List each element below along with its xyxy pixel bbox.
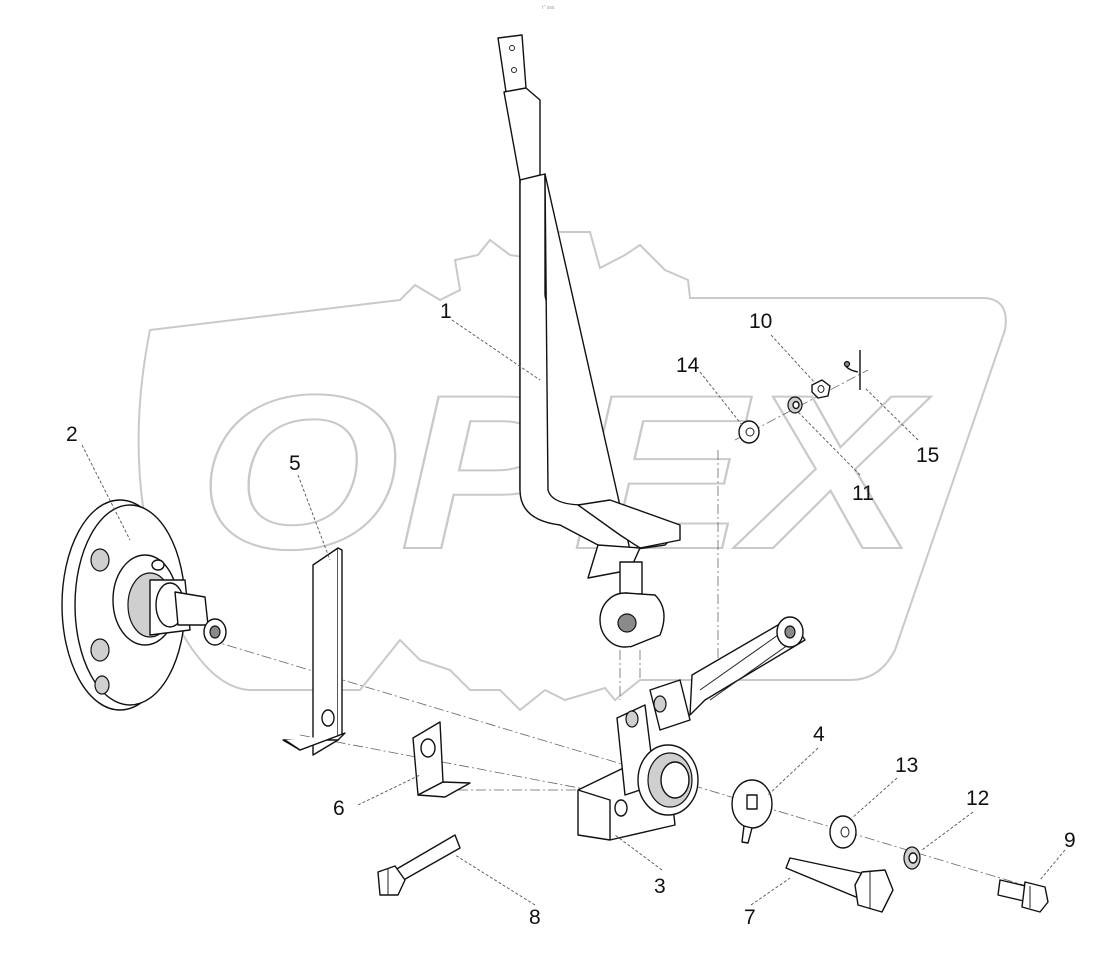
spring-washer-12-part (903, 846, 921, 870)
nut-10-part (811, 379, 831, 399)
callout-9: 9 (1064, 829, 1076, 852)
leader-lines (81, 319, 1066, 906)
bracket-body-part (577, 616, 806, 841)
callout-4: 4 (813, 723, 825, 746)
long-bolt-part (785, 857, 894, 913)
lever-part (497, 34, 681, 648)
spring-washer-11-part (787, 396, 803, 414)
vertical-plate-part (282, 547, 346, 756)
callout-12: 12 (966, 787, 989, 810)
angle-bracket-part (412, 721, 471, 798)
callout-13: 13 (895, 754, 918, 777)
header-mark: r" sss (542, 5, 555, 11)
callout-2: 2 (66, 423, 78, 446)
callout-7: 7 (744, 906, 756, 929)
flat-washer-14-part (738, 420, 760, 444)
callout-1: 1 (440, 300, 452, 323)
callout-11: 11 (852, 482, 874, 505)
callout-10: 10 (749, 310, 772, 333)
lock-tab-washer-part (731, 779, 773, 844)
callout-8: 8 (529, 906, 541, 929)
flat-washer-13-part (829, 815, 857, 849)
callout-14: 14 (676, 354, 700, 377)
callout-3: 3 (654, 875, 666, 898)
cotter-pin-part (843, 350, 861, 390)
watermark-gear-outline (137, 231, 1007, 712)
callout-6: 6 (333, 797, 345, 820)
callout-5: 5 (289, 452, 301, 475)
bolt-8-part (377, 834, 461, 896)
short-bolt-part (997, 879, 1049, 913)
flange-bearing-part (61, 499, 227, 711)
callout-labels: 1 2 3 4 5 6 7 8 9 10 11 12 13 14 15 (66, 300, 1076, 929)
callout-15: 15 (916, 444, 939, 467)
